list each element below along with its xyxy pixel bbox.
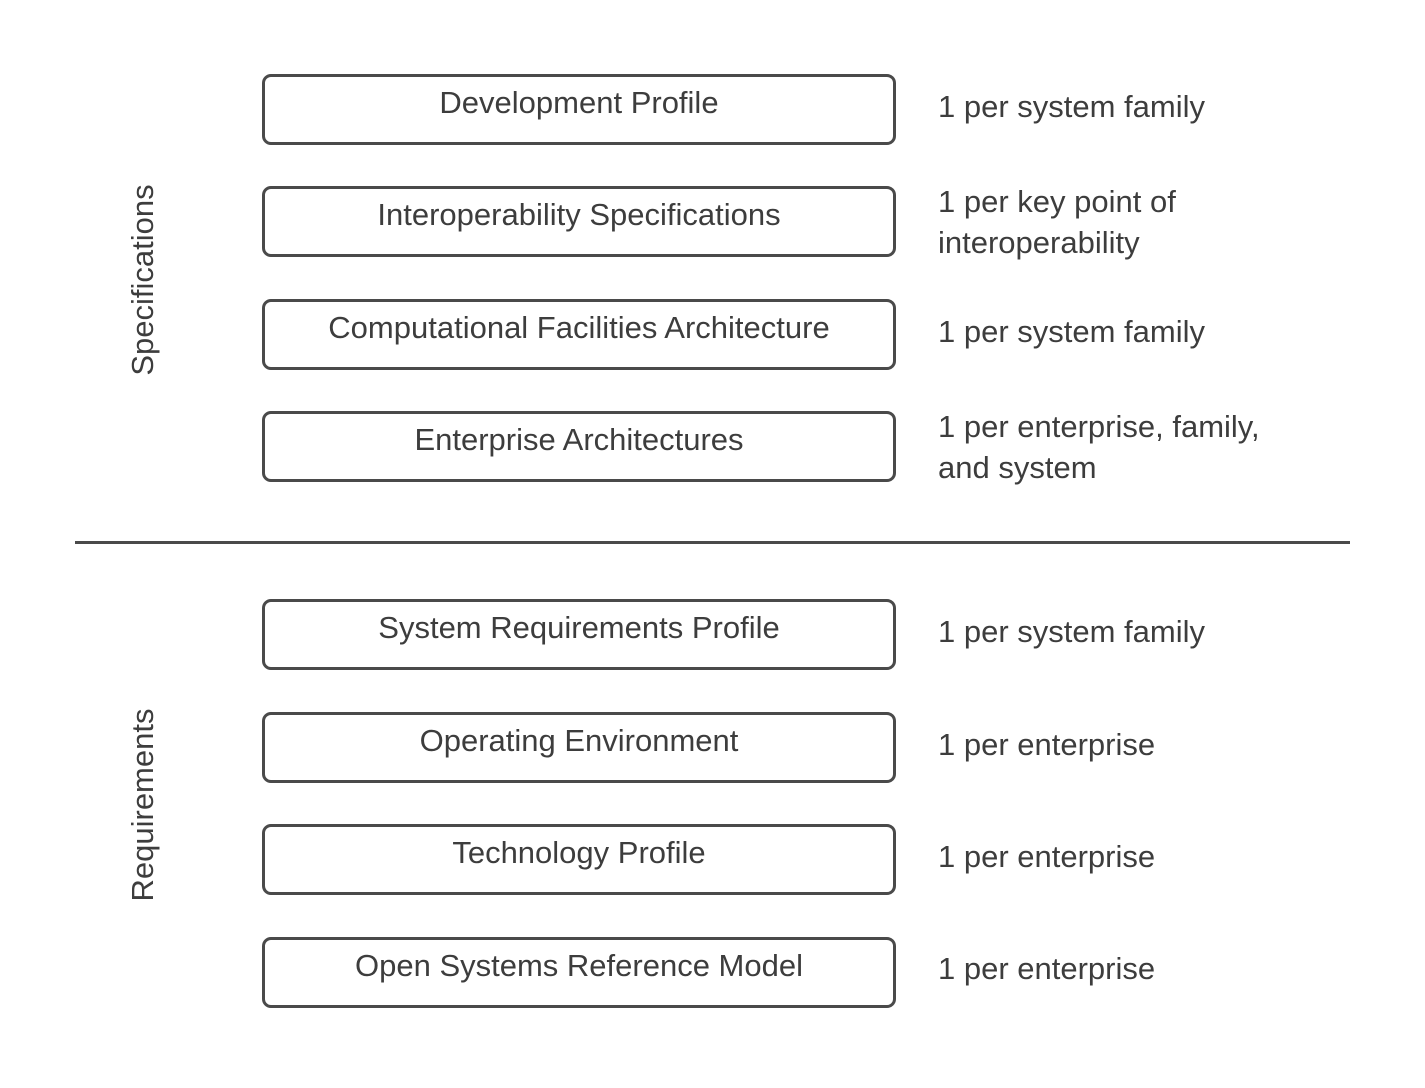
req-box-open-systems-reference-model: Open Systems Reference Model xyxy=(262,937,896,1008)
section-divider xyxy=(75,541,1350,544)
spec-box-development-profile: Development Profile xyxy=(262,74,896,145)
req-note-open-systems-reference-model: 1 per enterprise xyxy=(938,951,1156,986)
req-box-operating-environment: Operating Environment xyxy=(262,712,896,783)
spec-box-enterprise-architectures: Enterprise Architectures xyxy=(262,411,896,482)
req-note-technology-profile: 1 per enterprise xyxy=(938,839,1156,874)
spec-note-enterprise-architectures: 1 per enterprise, family, and system xyxy=(938,409,1260,485)
spec-box-computational-facilities-architecture: Computational Facilities Architecture xyxy=(262,299,896,370)
spec-box-interoperability-specifications: Interoperability Specifications xyxy=(262,186,896,257)
spec-note-interoperability-specifications: 1 per key point of interoperability xyxy=(938,184,1176,260)
req-note-system-requirements-profile: 1 per system family xyxy=(938,614,1206,649)
requirements-section-label: Requirements xyxy=(125,708,160,902)
spec-note-development-profile: 1 per system family xyxy=(938,89,1206,124)
req-box-system-requirements-profile: System Requirements Profile xyxy=(262,599,896,670)
req-box-technology-profile: Technology Profile xyxy=(262,824,896,895)
req-note-operating-environment: 1 per enterprise xyxy=(938,727,1156,762)
spec-note-computational-facilities-architecture: 1 per system family xyxy=(938,314,1206,349)
specifications-section-label: Specifications xyxy=(125,184,160,376)
